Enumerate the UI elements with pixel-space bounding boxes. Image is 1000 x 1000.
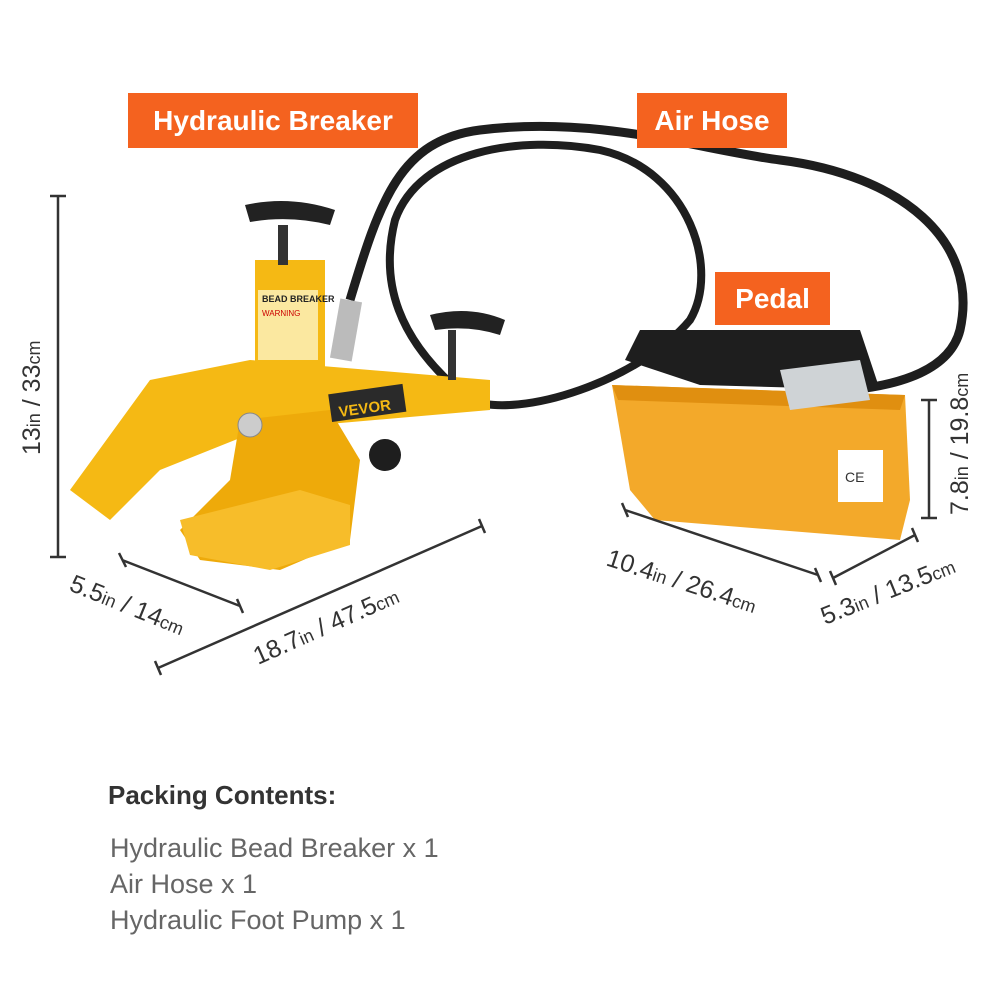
dim-pump-length: 10.4in / 26.4cm [603,544,760,619]
svg-text:WARNING: WARNING [262,309,300,318]
bead-breaker: BEAD BREAKER WARNING VEVOR [70,201,505,570]
svg-text:BEAD BREAKER: BEAD BREAKER [262,294,335,304]
dim-breaker-height: 13in / 33cm [18,341,46,455]
list-item: Hydraulic Bead Breaker x 1 [110,833,439,863]
foot-pump: CE [612,330,910,540]
dim-pump-height: 7.8in / 19.8cm [946,373,974,515]
dim-breaker-depth: 5.5in / 14cm [66,570,189,641]
label-air-hose: Air Hose [637,93,787,148]
dimension-lines [50,194,937,676]
packing-contents-list: Hydraulic Bead Breaker x 1 Air Hose x 1 … [110,830,439,938]
svg-text:CE: CE [845,469,864,485]
label-hydraulic-breaker: Hydraulic Breaker [128,93,418,148]
packing-contents-title: Packing Contents: [108,780,337,810]
list-item: Air Hose x 1 [110,869,258,899]
dim-pump-width: 5.3in / 13.5cm [817,551,959,630]
label-pedal: Pedal [715,272,830,325]
list-item: Hydraulic Foot Pump x 1 [110,905,406,935]
air-hose [345,121,968,395]
